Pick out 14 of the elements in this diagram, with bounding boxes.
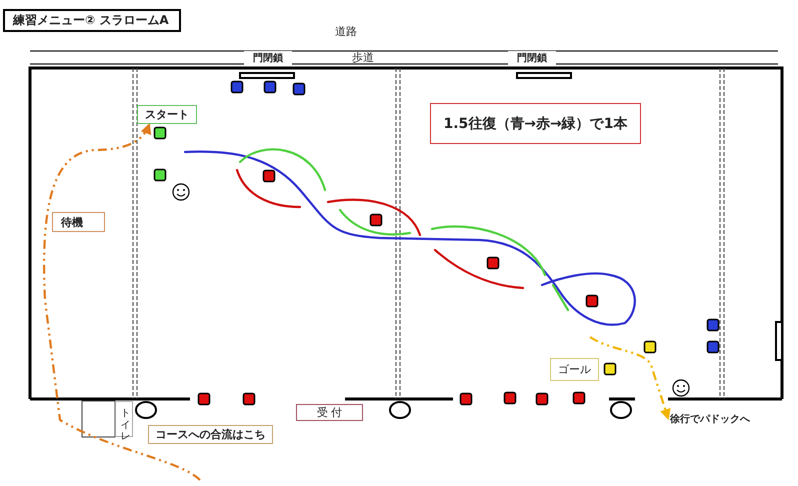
gate-closed-label: 門閉鎖: [244, 51, 292, 65]
gate-closed-label: 門閉鎖: [508, 51, 556, 65]
route-arrow: [43, 122, 201, 481]
start-label: スタート: [137, 105, 197, 124]
road-label: 道路: [335, 24, 357, 39]
merge-point-note: コースへの合流はこち: [148, 425, 273, 444]
waiting-area-label: 待機: [52, 212, 105, 232]
route-arrow: [589, 336, 671, 420]
title: 練習メニュー② スラロームA: [3, 9, 181, 32]
sidewalk-label: 歩道: [352, 51, 374, 64]
rule-note: 1.5往復（青→赤→緑）で1本: [430, 103, 641, 144]
reception-label: 受 付: [296, 404, 363, 421]
goal-label: ゴール: [550, 358, 599, 381]
toilet-label: トイレ: [115, 401, 133, 437]
